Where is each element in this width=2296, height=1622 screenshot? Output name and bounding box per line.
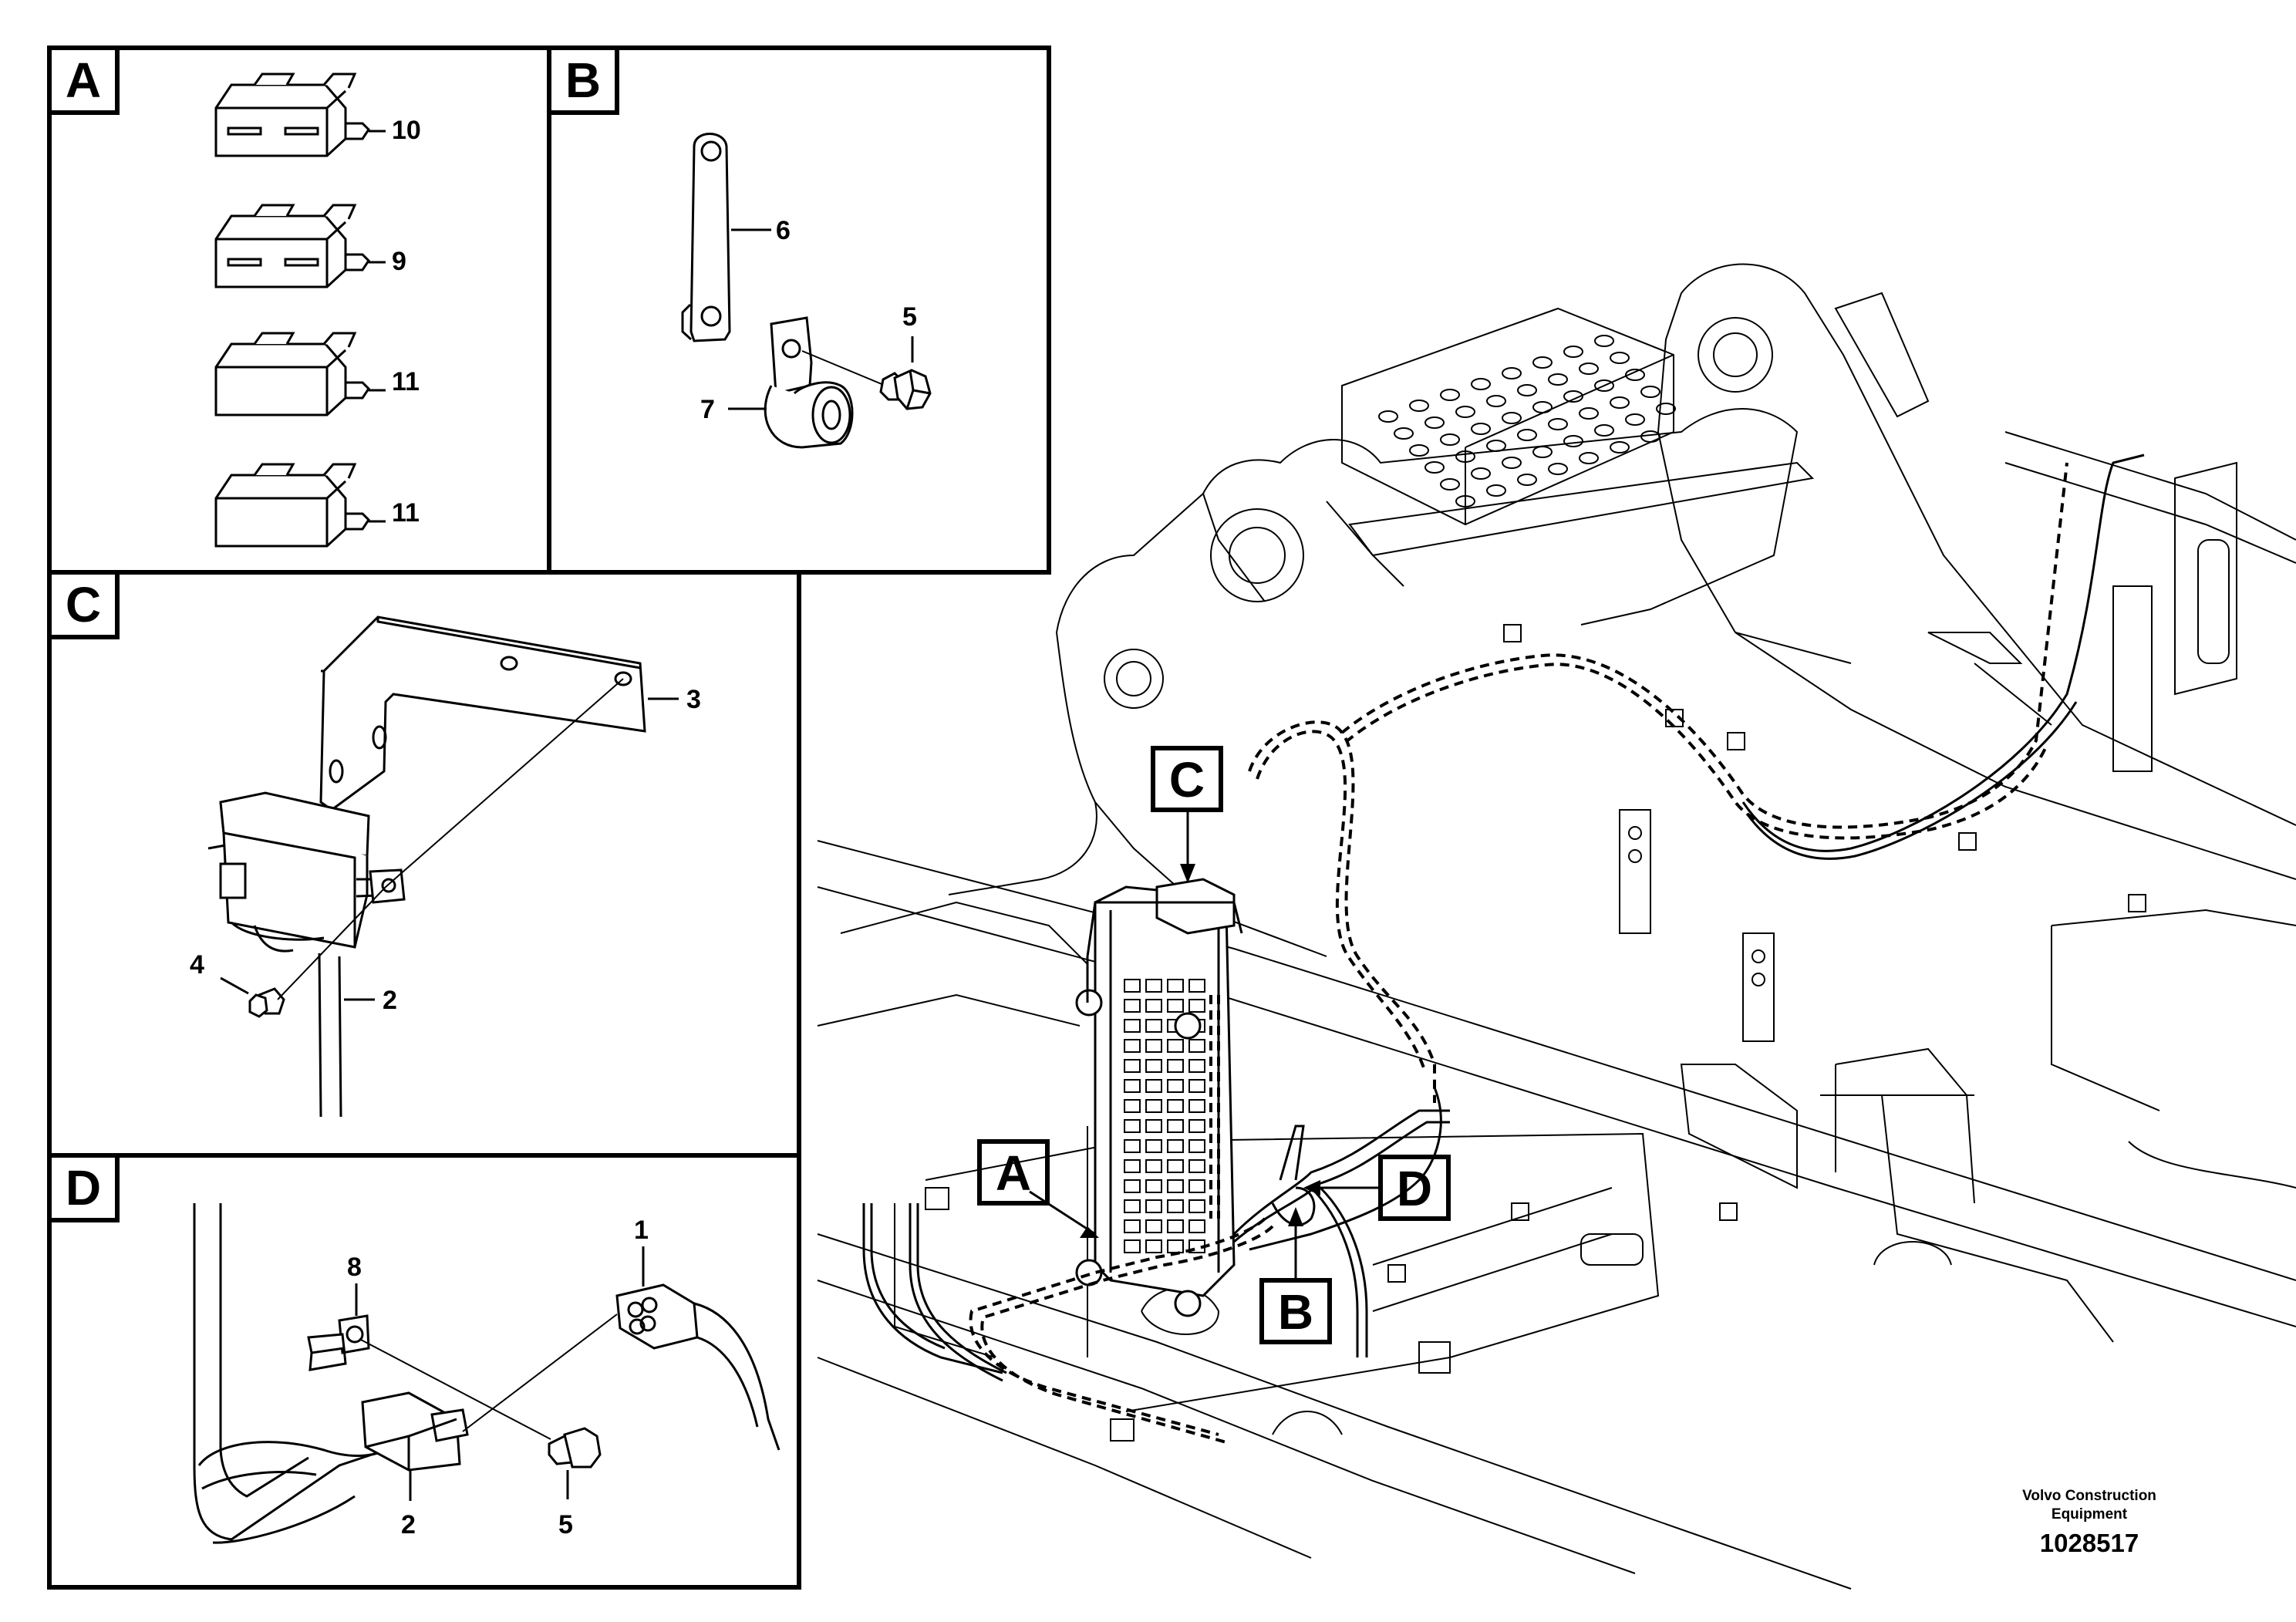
label-11-a: 11 <box>392 367 420 396</box>
panel-b: B 6 5 7 <box>547 46 932 449</box>
screw-part-4 <box>248 987 285 1018</box>
footer-block: Volvo Construction Equipment 1028517 <box>2022 1488 2156 1557</box>
label-11-b: 11 <box>392 498 420 528</box>
drawing-number: 1028517 <box>2040 1529 2139 1557</box>
connector-part-1 <box>615 1283 781 1451</box>
fuse-grid <box>1124 979 1205 1253</box>
panel-b-tag <box>547 46 619 115</box>
panel-c-letter: C <box>66 577 101 632</box>
label-5-b: 5 <box>902 302 917 332</box>
brand-line-2: Equipment <box>2052 1506 2128 1523</box>
label-7: 7 <box>700 395 715 424</box>
callout-label-c: C <box>1169 752 1205 808</box>
callout-label-b: B <box>1278 1284 1313 1340</box>
platform-holes <box>1378 335 1676 508</box>
panel-a-letter: A <box>66 52 101 108</box>
screw-part-5-d <box>548 1427 602 1469</box>
label-8: 8 <box>347 1253 362 1282</box>
cable-routes <box>862 454 2145 1444</box>
connector-part-2-d <box>361 1391 469 1472</box>
panel-d: D <box>47 1153 781 1544</box>
callout-c: C <box>1151 746 1223 883</box>
label-6: 6 <box>776 216 791 245</box>
label-3: 3 <box>686 685 701 714</box>
blade-fuse <box>214 332 386 416</box>
strap-part-6 <box>681 133 731 342</box>
panel-c-tag <box>47 570 120 639</box>
brand-line-1: Volvo Construction <box>2022 1488 2156 1504</box>
panel-c: C 3 <box>47 570 701 1118</box>
label-2-c: 2 <box>383 986 397 1015</box>
label-2-d: 2 <box>401 1510 416 1539</box>
panel-d-tag <box>47 1153 120 1222</box>
callout-label-a: A <box>996 1145 1031 1201</box>
blade-fuse <box>214 204 386 288</box>
label-9: 9 <box>392 247 406 276</box>
label-10: 10 <box>392 116 421 145</box>
panel-a: A 10 9 11 11 <box>47 46 421 548</box>
label-4: 4 <box>190 950 204 980</box>
clamp-part-7 <box>764 316 854 449</box>
plate-part-8 <box>307 1314 370 1371</box>
fuse-box-assembly <box>1075 878 1243 1317</box>
blade-fuse <box>214 463 386 548</box>
machine-frame-drawing <box>817 263 2296 1590</box>
detail-panel-frames <box>47 46 1051 1590</box>
callout-label-d: D <box>1397 1161 1432 1216</box>
label-1: 1 <box>634 1216 649 1245</box>
relay-box <box>207 791 406 953</box>
callout-a: A <box>977 1139 1099 1238</box>
panel-b-letter: B <box>565 52 601 108</box>
harness-loop <box>193 1203 386 1544</box>
fuse-set <box>214 73 386 548</box>
panel-a-tag <box>47 46 120 115</box>
cable-part-2-c <box>318 953 342 1118</box>
callout-b: B <box>1259 1207 1332 1344</box>
label-5-d: 5 <box>558 1510 573 1539</box>
screw-part-5-b <box>801 350 932 410</box>
panel-d-letter: D <box>66 1160 101 1216</box>
callout-d: D <box>1303 1155 1451 1221</box>
blade-fuse <box>214 73 386 157</box>
bracket-part-3 <box>319 615 646 811</box>
